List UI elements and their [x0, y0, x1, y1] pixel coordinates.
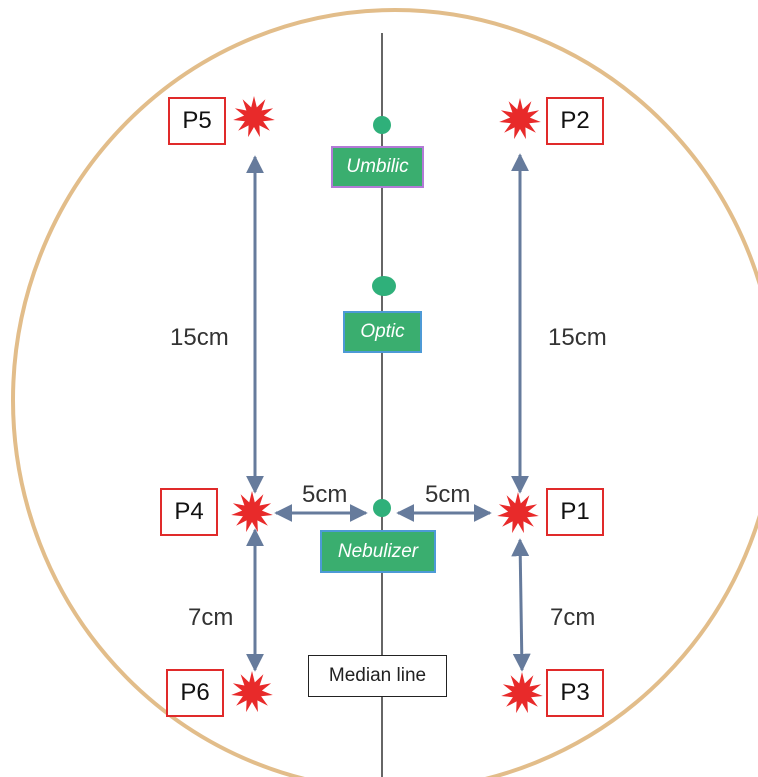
umbilic-label: Umbilic: [331, 146, 424, 188]
p5-marker-icon: [233, 96, 275, 138]
right-upper-distance-label: 15cm: [548, 324, 607, 351]
nebulizer-point: [373, 499, 391, 517]
median-line-label: Median line: [308, 655, 447, 697]
optic-point: [372, 276, 396, 296]
p6-label: P6: [166, 669, 224, 717]
p4-marker-icon: [231, 491, 273, 533]
p2-label: P2: [546, 97, 604, 145]
nebulizer-label: Nebulizer: [320, 530, 436, 573]
p5-label: P5: [168, 97, 226, 145]
p2-marker-icon: [499, 98, 541, 140]
right-lower-distance-arrow: [511, 538, 531, 672]
left-lower-distance-label: 7cm: [188, 604, 234, 631]
p4-label: P4: [160, 488, 218, 536]
left-horizontal-distance-label: 5cm: [302, 481, 348, 508]
left-upper-distance-label: 15cm: [170, 324, 229, 351]
p6-marker-icon: [231, 671, 273, 713]
p3-label: P3: [546, 669, 604, 717]
p3-marker-icon: [501, 672, 543, 714]
right-horizontal-distance-label: 5cm: [425, 481, 471, 508]
right-lower-distance-label: 7cm: [550, 604, 596, 631]
p1-label: P1: [546, 488, 604, 536]
abdomen-outline: [11, 8, 758, 777]
umbilic-point: [373, 116, 391, 134]
optic-label: Optic: [343, 311, 422, 353]
p1-marker-icon: [497, 492, 539, 534]
